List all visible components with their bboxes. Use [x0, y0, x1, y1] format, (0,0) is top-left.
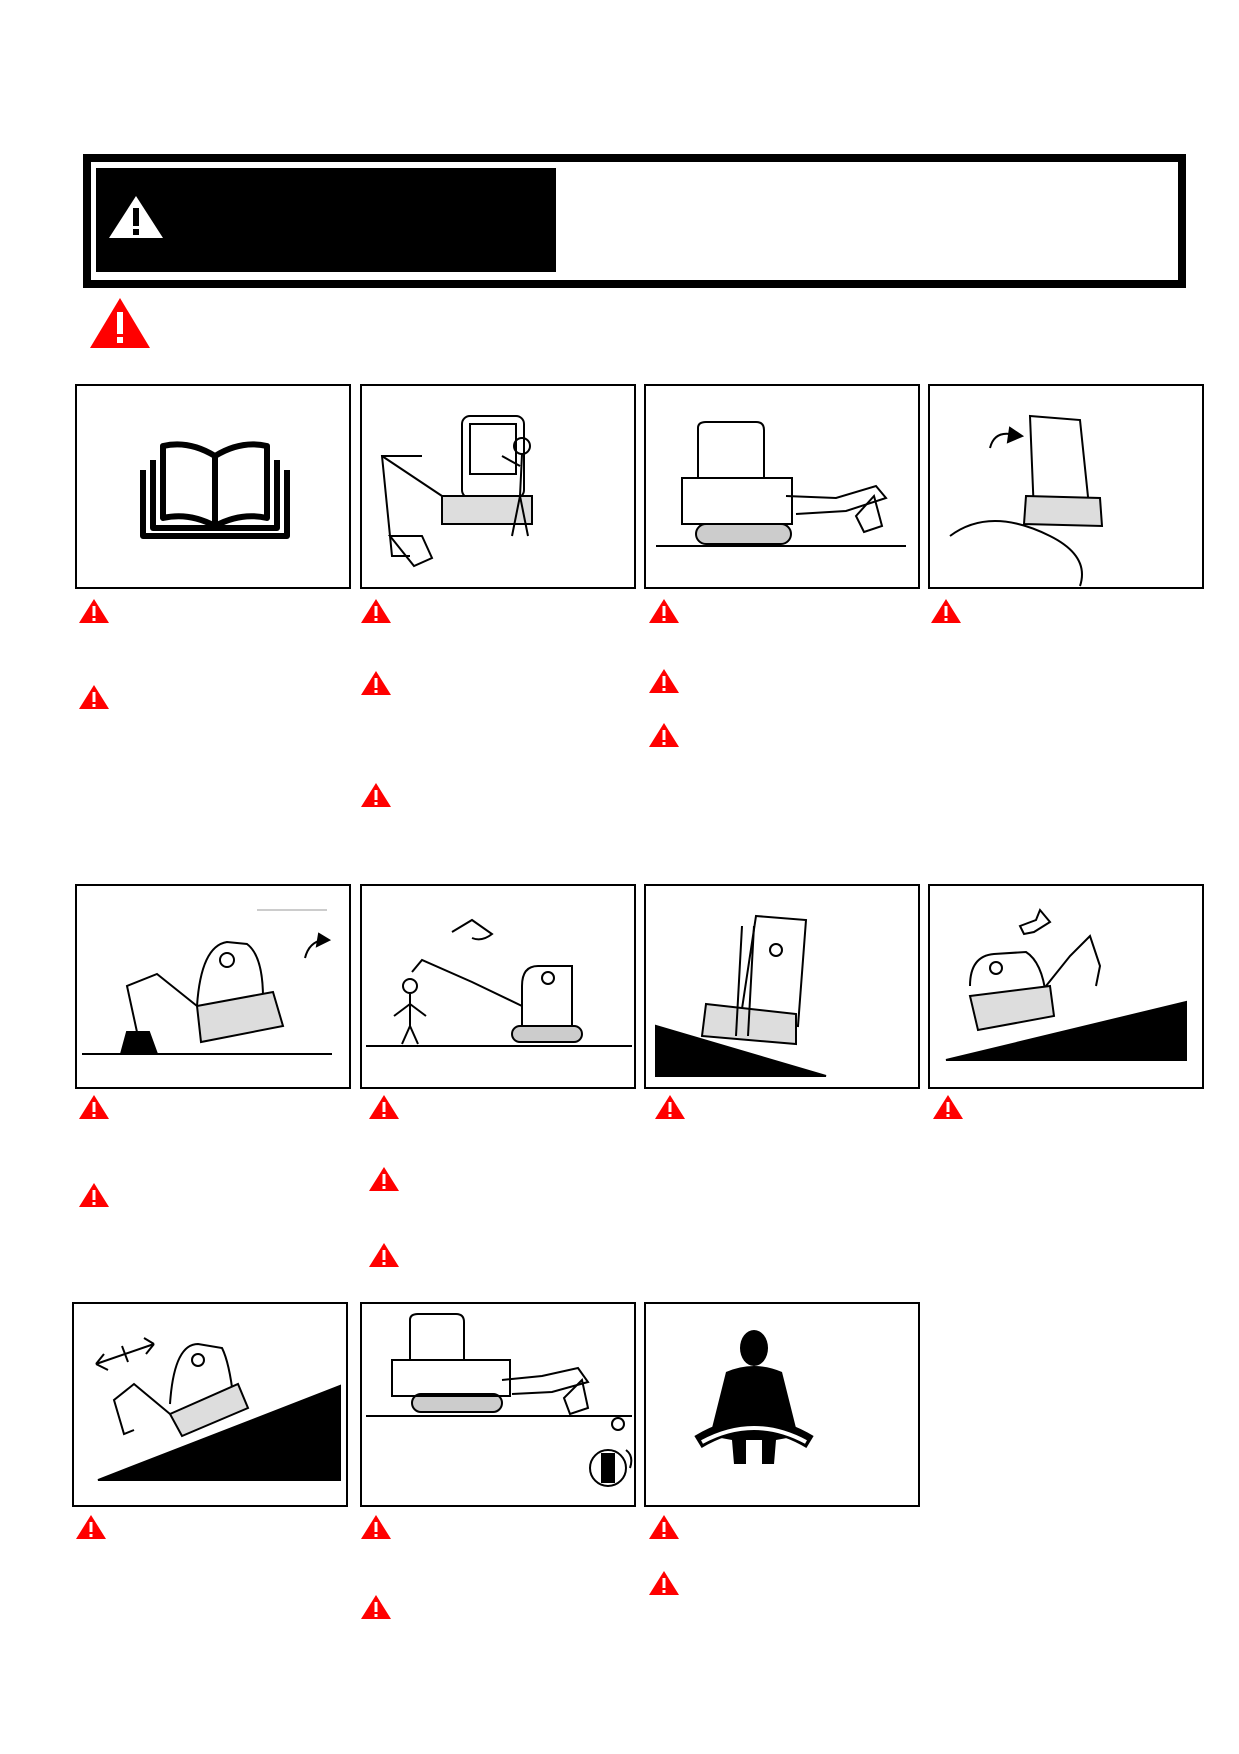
safety-header-banner: [96, 168, 556, 272]
excavator-slope-boom-downhill: [95, 1337, 341, 1481]
panel-mount-cab: [360, 384, 636, 589]
warning-triangle-icon: [361, 1515, 391, 1539]
panel-seat-belt: [644, 1302, 920, 1507]
warning-triangle-icon: [369, 1095, 399, 1119]
panel-read-manual: [75, 384, 351, 589]
warning-triangle-icon: [361, 783, 391, 807]
warning-triangle-icon: [649, 723, 679, 747]
warning-triangle-icon: [649, 1571, 679, 1595]
panel-person-near-boom: [360, 884, 636, 1089]
warning-triangle-icon: [649, 1515, 679, 1539]
excavator-on-slope-uphill: [945, 908, 1187, 1061]
warning-triangle-icon: [361, 1595, 391, 1619]
warning-triangle-icon: [655, 1095, 685, 1119]
warning-triangle-icon: [931, 599, 961, 623]
panel-slope-sideways: [72, 1302, 348, 1507]
warning-triangle-icon: [109, 196, 163, 238]
warning-triangle-icon: [79, 685, 109, 709]
excavator-tipping-forward: [949, 414, 1104, 587]
warning-triangle-icon: [76, 1515, 106, 1539]
panel-tipping-over-edge: [928, 384, 1204, 589]
panel-key-shutdown: [360, 1302, 636, 1507]
warning-triangle-icon: [79, 1095, 109, 1119]
open-book-icon: [140, 441, 290, 539]
warning-triangle-icon: [90, 298, 150, 348]
panel-tipping-lift: [75, 884, 351, 1089]
warning-triangle-icon: [361, 599, 391, 623]
seat-belt-operator: [694, 1330, 814, 1464]
excavator-lifting-load-tipping: [82, 909, 332, 1055]
excavator-boom-over-person: [366, 918, 632, 1047]
excavator-on-slope-front: [655, 914, 827, 1077]
warning-triangle-icon: [369, 1167, 399, 1191]
panel-slope-uphill: [928, 884, 1204, 1089]
warning-triangle-icon: [79, 1183, 109, 1207]
warning-triangle-icon: [369, 1243, 399, 1267]
warning-triangle-icon: [79, 599, 109, 623]
excavator-operator-climbing: [380, 415, 533, 568]
warning-triangle-icon: [649, 599, 679, 623]
excavator-side-view: [656, 421, 906, 547]
warning-triangle-icon: [361, 671, 391, 695]
warning-triangle-icon: [933, 1095, 963, 1119]
panel-slope-downhill: [644, 884, 920, 1089]
warning-triangle-icon: [649, 669, 679, 693]
panel-excavator-side-view: [644, 384, 920, 589]
excavator-key-switch: [366, 1313, 633, 1487]
